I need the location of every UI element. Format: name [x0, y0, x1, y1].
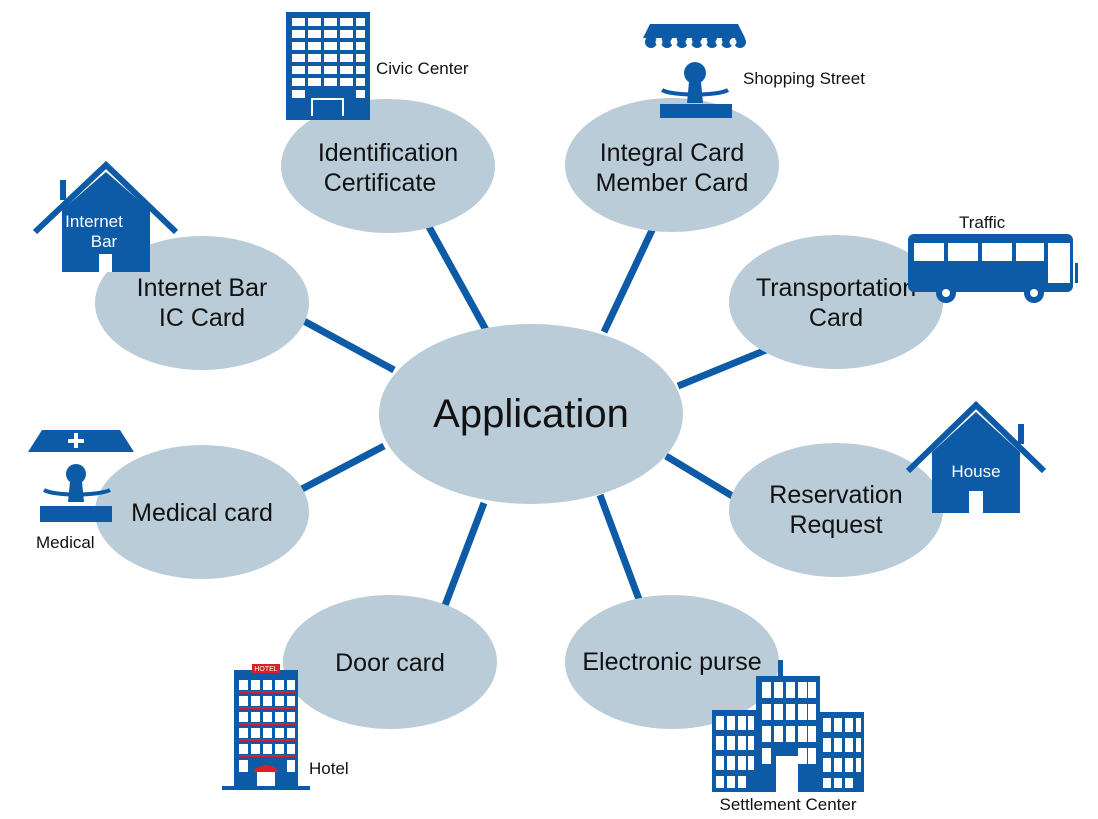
settlement-center-buildings-icon	[712, 660, 864, 792]
node-label-reservation-line2: Request	[789, 511, 882, 539]
settlement-center-label: Settlement Center	[719, 795, 856, 814]
internet-bar-inner-label-line1: Internet	[65, 212, 123, 231]
hotel-sign-text: HOTEL	[254, 666, 277, 673]
bubble-door	[283, 595, 497, 729]
bubble-electronic	[565, 595, 779, 729]
connector-reservation	[664, 453, 736, 500]
bubble-transportation	[729, 235, 943, 369]
traffic-label: Traffic	[959, 213, 1006, 232]
hotel-building-icon: HOTEL	[222, 664, 310, 790]
bubble-integral	[565, 98, 779, 232]
connector-internetbar	[300, 316, 396, 374]
shopping-street-label: Shopping Street	[743, 69, 865, 88]
bubble-reservation	[729, 443, 943, 577]
connector-identification	[424, 223, 490, 332]
internet-bar-inner-label-line2: Bar	[91, 232, 118, 251]
bubble-center	[379, 324, 683, 504]
shopping-street-icon	[643, 24, 746, 118]
connector-electronic	[596, 493, 644, 604]
connector-integral	[600, 224, 658, 334]
node-label-door: Door card	[335, 649, 445, 677]
connector-door	[440, 501, 488, 610]
node-label-transportation-line2: Card	[809, 304, 863, 332]
node-label-internetbar-line2: IC Card	[159, 304, 245, 332]
center-label: Application	[433, 392, 629, 436]
medical-label: Medical	[36, 533, 95, 552]
civic-center-label: Civic Center	[376, 59, 469, 78]
bubbles	[95, 98, 943, 729]
node-label-medical: Medical card	[131, 499, 273, 527]
connector-transportation	[676, 346, 768, 390]
node-label-transportation-line1: Transportation	[756, 274, 916, 302]
node-label-identification-line1: Identification	[318, 139, 458, 167]
bus-icon	[908, 234, 1078, 303]
connectors	[298, 223, 768, 610]
connector-medical	[298, 442, 386, 494]
house-icon	[905, 400, 1047, 513]
node-label-electronic: Electronic purse	[582, 648, 761, 676]
node-label-identification-line2: Certificate	[324, 169, 437, 197]
hotel-label: Hotel	[309, 759, 349, 778]
node-label-integral-line2: Member Card	[596, 169, 749, 197]
bubble-identification	[281, 99, 495, 233]
bubble-medical	[95, 445, 309, 579]
node-labels: Identification Certificate Integral Card…	[131, 139, 916, 677]
internet-bar-house-icon	[32, 160, 179, 272]
node-label-internetbar-line1: Internet Bar	[137, 274, 268, 302]
node-label-integral-line1: Integral Card	[600, 139, 745, 167]
civic-center-building-icon	[286, 12, 370, 120]
node-label-reservation-line1: Reservation	[769, 481, 902, 509]
medical-icon	[28, 430, 134, 522]
house-inner-label: House	[951, 462, 1000, 481]
